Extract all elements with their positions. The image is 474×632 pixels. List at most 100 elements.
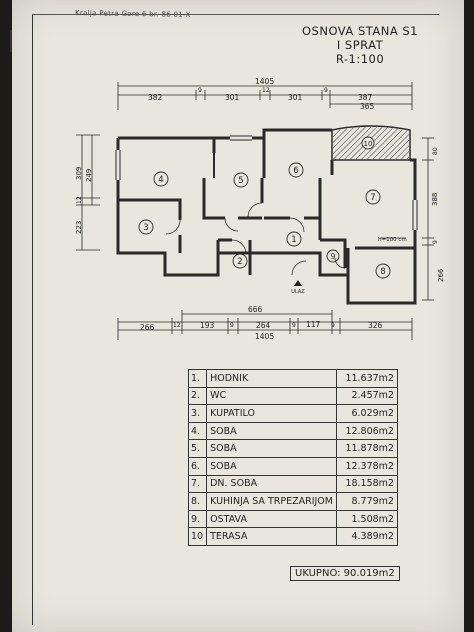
row-number: 8. [187,492,208,511]
room-number-8: 8 [380,267,385,277]
entrance-marker: ULAZ [291,280,305,295]
bottom-dim-seg-3: 193 [200,321,215,330]
room-number-1: 1 [291,235,296,245]
title-line-3: R-1:100 [335,52,385,66]
table-row: 9. OSTAVA 1.508m2 [187,509,398,529]
room-name: SOBA [206,439,337,458]
room-name: TERASA [206,527,337,546]
table-row: 8. KUHINJA SA TRPEZARIJOM 8.779m2 [187,492,398,511]
bottom-dim-seg-2: 12 [173,322,181,329]
top-dimension-lines [117,82,413,110]
top-dim-total: 1405 [255,77,274,86]
room-marker-2 [232,253,248,269]
bottom-dimension-labels: 666 266 12 193 9 264 9 117 9 326 1405 [140,305,383,341]
room-area: 1.508m2 [335,509,398,529]
table-row: 1. HODNIK 11.637m2 [187,369,398,388]
room-area-table: 1. HODNIK 11.637m2 2. WC 2.457m2 3. KUPA… [187,369,398,546]
plan-walls [116,125,417,305]
left-dim-1: 309 [75,167,83,180]
door-swings [165,202,346,276]
room-area: 12.378m2 [335,456,398,476]
table-row: 5. SOBA 11.878m2 [187,439,398,458]
title-line-1: OSNOVA STANA S1 [302,24,418,38]
row-number: 10 [187,527,208,546]
room-marker-8 [375,263,391,279]
bottom-dim-seg-8: 9 [331,322,335,329]
row-number: 9. [187,509,208,529]
left-dim-2: 249 [85,169,93,182]
top-dim-sub: 365 [360,102,375,111]
margin-mark [10,30,12,52]
drawing-frame [32,14,439,625]
bottom-dim-seg-1: 266 [140,323,155,332]
top-dim-seg-2: 9 [198,87,202,94]
room-number-5: 5 [238,176,243,186]
room-area: 11.878m2 [335,439,398,458]
bottom-dim-seg-4: 9 [230,322,234,329]
row-number: 1. [187,369,208,388]
bottom-dim-seg-7: 117 [306,320,321,329]
room-area: 6.029m2 [335,404,398,423]
room-number-7: 7 [370,193,375,203]
room-name: HODNIK [206,369,337,388]
room-number-4: 4 [158,175,163,185]
top-dim-seg-1: 382 [148,93,163,102]
drawing-title: OSNOVA STANA S1 I SPRAT R-1:100 [300,24,420,66]
room-marker-5 [233,172,249,188]
top-dim-seg-3: 301 [225,93,240,102]
top-dim-seg-6: 9 [324,87,328,94]
top-dim-seg-5: 301 [288,93,303,102]
room-marker-9 [326,249,340,263]
left-dimension-lines [76,134,100,251]
right-dim-2: 388 [431,193,439,206]
room-area: 18.158m2 [335,474,398,494]
right-dimension-lines [422,137,434,301]
right-dimension-labels: 80 388 9 266 [431,147,445,282]
room-marker-10 [361,136,375,150]
right-dim-3: 9 [432,240,439,244]
room-number-10: 10 [364,140,373,148]
room-name: WC [206,386,337,406]
bottom-dim-total: 1405 [255,332,274,341]
bottom-dim-seg-5: 264 [256,321,271,330]
room-number-9: 9 [331,252,336,261]
row-number: 7. [187,474,208,494]
entrance-arrow-icon [294,280,302,286]
height-note: h=100 cm [378,237,407,243]
room-name: KUPATILO [206,404,337,423]
room-markers [138,136,391,279]
left-dim-3: 12 [76,196,83,204]
bottom-dim-seg-9: 326 [368,321,383,330]
left-dimension-labels: 309 249 12 223 [75,167,93,234]
room-numbers: 1 2 3 4 5 6 7 8 9 10 [143,140,385,277]
row-number: 5. [187,439,208,458]
room-marker-7 [365,189,381,205]
bottom-dim-mid: 666 [248,305,263,314]
table-row: 2. WC 2.457m2 [187,386,398,406]
top-dimension-labels: 1405 382 9 301 12 301 9 387 365 [148,77,375,111]
bottom-dim-seg-6: 9 [292,322,296,329]
room-area: 12.806m2 [335,421,398,441]
table-row: 6. SOBA 12.378m2 [187,456,398,476]
room-name: OSTAVA [206,509,337,529]
room-marker-6 [288,162,304,178]
room-number-2: 2 [237,257,242,267]
table-row: 10 TERASA 4.389m2 [187,527,398,546]
windows [115,135,418,230]
right-dim-4: 266 [437,268,445,282]
title-line-2: I SPRAT [336,38,384,52]
right-dim-1: 80 [432,147,439,155]
left-dim-4: 223 [75,221,83,234]
room-marker-3 [138,219,154,235]
entrance-label: ULAZ [291,289,305,295]
room-area: 11.637m2 [335,369,398,388]
room-number-3: 3 [143,223,148,233]
room-marker-1 [286,231,302,247]
table-row: 7. DN. SOBA 18.158m2 [187,474,398,494]
top-dim-seg-7: 387 [358,93,373,102]
row-number: 2. [187,386,208,406]
room-number-6: 6 [293,166,298,176]
bottom-dimension-lines [117,310,413,340]
row-number: 6. [187,456,208,476]
